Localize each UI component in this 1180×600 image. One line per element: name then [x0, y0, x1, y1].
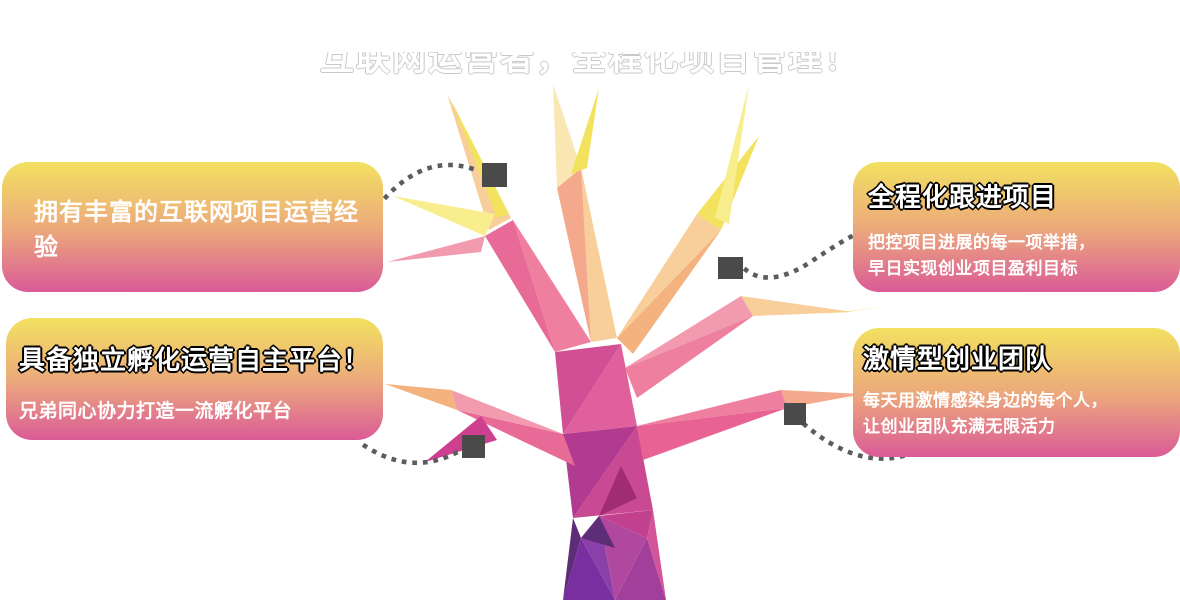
- card-title: 具备独立孵化运营自主平台！: [19, 345, 371, 375]
- card-text: 拥有丰富的互联网项目运营经验: [34, 199, 359, 261]
- card-description: 兄弟同心协力打造一流孵化平台: [19, 401, 293, 422]
- feature-card-project-tracking: 全程化跟进项目 把控项目进展的每一项举措， 早日实现创业项目盈利目标: [853, 162, 1180, 292]
- card-title: 激情型创业团队: [863, 344, 1053, 374]
- card-description: 每天用激情感染身边的每个人， 让创业团队充满无限活力: [863, 388, 1180, 440]
- card-description: 把控项目进展的每一项举措， 早日实现创业项目盈利目标: [868, 230, 1180, 282]
- feature-card-platform: 具备独立孵化运营自主平台！ 兄弟同心协力打造一流孵化平台: [6, 318, 383, 440]
- page-title: 互联网运营者，全程化项目管理！: [320, 52, 860, 78]
- tree-branches: [385, 84, 897, 466]
- page-title-clip: 互联网运营者，全程化项目管理！: [0, 52, 1180, 80]
- card-description-line: 把控项目进展的每一项举措，: [868, 233, 1096, 252]
- card-description-line: 每天用激情感染身边的每个人，: [863, 391, 1108, 410]
- card-description-line: 早日实现创业项目盈利目标: [868, 259, 1078, 278]
- tree-trunk: [555, 344, 666, 600]
- feature-card-startup-team: 激情型创业团队 每天用激情感染身边的每个人， 让创业团队充满无限活力: [853, 328, 1180, 457]
- card-title: 全程化跟进项目: [868, 182, 1058, 212]
- feature-card-experience: 拥有丰富的互联网项目运营经验: [2, 162, 383, 292]
- low-poly-tree-illustration: [385, 84, 897, 600]
- card-description-line: 让创业团队充满无限活力: [863, 417, 1056, 436]
